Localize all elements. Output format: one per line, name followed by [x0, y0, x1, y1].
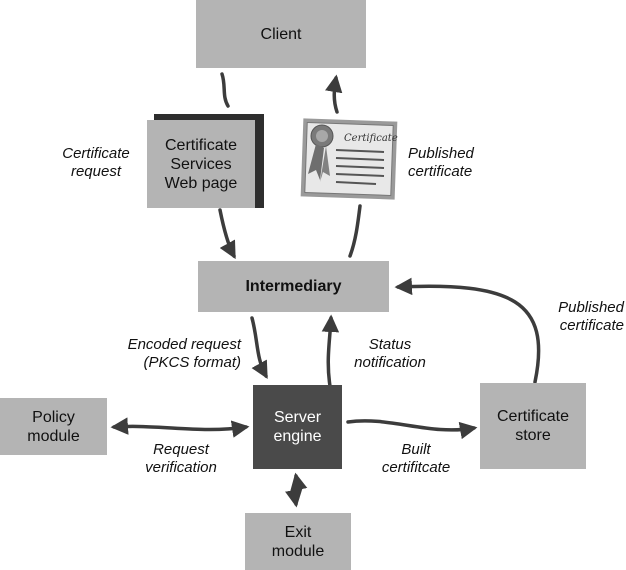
exit-module-line-1: Exit	[284, 523, 312, 541]
policy-module-node: Policy module	[0, 398, 107, 455]
label-published-certificate-top: Published certificate	[408, 145, 518, 181]
arrow-server-to-store	[346, 419, 478, 440]
label-published-certificate-top-line-1: Published	[408, 145, 474, 162]
web-page-node: Certificate Services Web page	[147, 120, 255, 208]
exit-module-node: Exit module	[245, 513, 351, 570]
label-published-certificate-top-line-2: certificate	[408, 163, 473, 180]
label-encoded-request-line-1: Encoded request	[127, 336, 241, 353]
arrow-intermediary-to-certificate	[348, 204, 362, 258]
label-certificate-request-line-1: Certificate	[62, 145, 130, 162]
arrow-to-client-published	[325, 74, 343, 114]
certificate-store-node: Certificate store	[480, 383, 586, 469]
label-encoded-request-line-2: (PKCS format)	[143, 354, 241, 371]
arrow-intermediary-to-server	[250, 316, 268, 380]
label-status-notification: Status notification	[343, 336, 437, 372]
arrow-server-exit-both	[285, 472, 308, 508]
label-encoded-request: Encoded request (PKCS format)	[96, 336, 241, 372]
label-certificate-request: Certificate request	[50, 145, 142, 181]
certificate-store-line-2: store	[515, 427, 551, 444]
server-engine-line-2: engine	[273, 428, 322, 445]
policy-module-line-2: module	[27, 427, 80, 445]
label-published-certificate-right-line-1: Published	[558, 299, 624, 316]
client-label: Client	[260, 25, 302, 43]
label-request-verification-line-1: Request	[153, 441, 209, 458]
certificate-document-icon: Certificate	[300, 118, 398, 200]
label-published-certificate-right-line-2: certificate	[559, 317, 624, 334]
certificate-store-line-1: Certificate	[496, 408, 570, 425]
web-page-line-2: Services	[170, 155, 232, 173]
client-node: Client	[196, 0, 366, 68]
web-page-line-1: Certificate	[164, 136, 238, 154]
exit-module-line-2: module	[271, 542, 325, 560]
label-request-verification-line-2: verification	[145, 459, 217, 476]
label-built-certificate: Built certifitcate	[368, 441, 464, 477]
label-status-notification-line-1: Status	[368, 336, 412, 353]
label-published-certificate-right: Published certificate	[520, 299, 624, 335]
label-status-notification-line-2: notification	[354, 354, 426, 371]
arrow-server-to-intermediary	[321, 314, 340, 388]
intermediary-node: Intermediary	[198, 261, 389, 312]
policy-module-line-1: Policy	[32, 408, 75, 426]
label-request-verification: Request verification	[132, 441, 230, 477]
arrow-server-policy-both	[110, 417, 250, 438]
intermediary-label: Intermediary	[245, 278, 342, 295]
certificate-script-text: Certificate	[344, 133, 398, 144]
arrow-webpage-to-intermediary	[218, 208, 236, 260]
server-engine-node: Server engine	[253, 385, 342, 469]
label-built-certificate-line-2: certifitcate	[381, 459, 451, 476]
arrow-webpage-to-client	[220, 72, 230, 108]
web-page-line-3: Web page	[164, 174, 238, 192]
server-engine-line-1: Server	[273, 409, 322, 426]
label-certificate-request-line-2: request	[70, 163, 122, 180]
label-built-certificate-line-1: Built	[401, 441, 431, 458]
arrow-store-to-intermediary	[394, 277, 541, 384]
